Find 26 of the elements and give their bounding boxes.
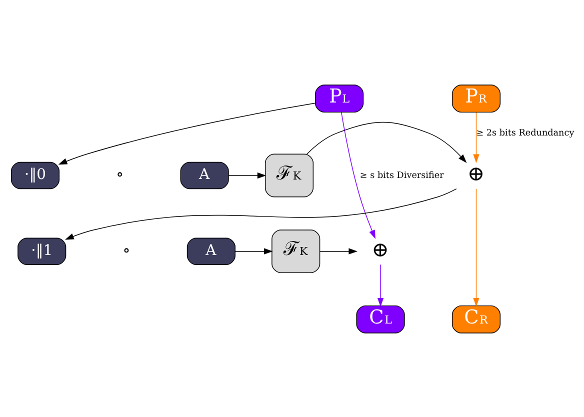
edge-label: ≥ s bits Diversifier [360, 170, 444, 180]
arrow [58, 102, 316, 164]
arrow [320, 248, 358, 254]
node-box: A [186, 237, 236, 264]
node-box: PL [315, 84, 364, 112]
label: ∘ [116, 164, 124, 184]
arrow [234, 248, 273, 254]
node-box: CL [356, 304, 405, 333]
arrow [306, 121, 467, 162]
node-box: ·‖0 [10, 161, 60, 189]
arrow [377, 264, 384, 306]
label: ∘ [122, 240, 130, 259]
node-box: PR [452, 84, 501, 112]
arrow [341, 112, 376, 238]
node-box: A [180, 161, 229, 189]
node-box: ℱK [272, 229, 320, 273]
edge-label: ≥ 2s bits Redundancy [476, 128, 574, 138]
node-box: ℱK [264, 153, 314, 197]
node-box: ·‖1 [18, 237, 66, 264]
node-box: CR [452, 304, 501, 333]
arrow [65, 188, 457, 240]
node-text: ⊕ [372, 236, 389, 261]
node-text: ⊕ [467, 161, 485, 186]
arrow [228, 172, 266, 178]
arrow [473, 112, 480, 163]
arrow [473, 188, 480, 306]
